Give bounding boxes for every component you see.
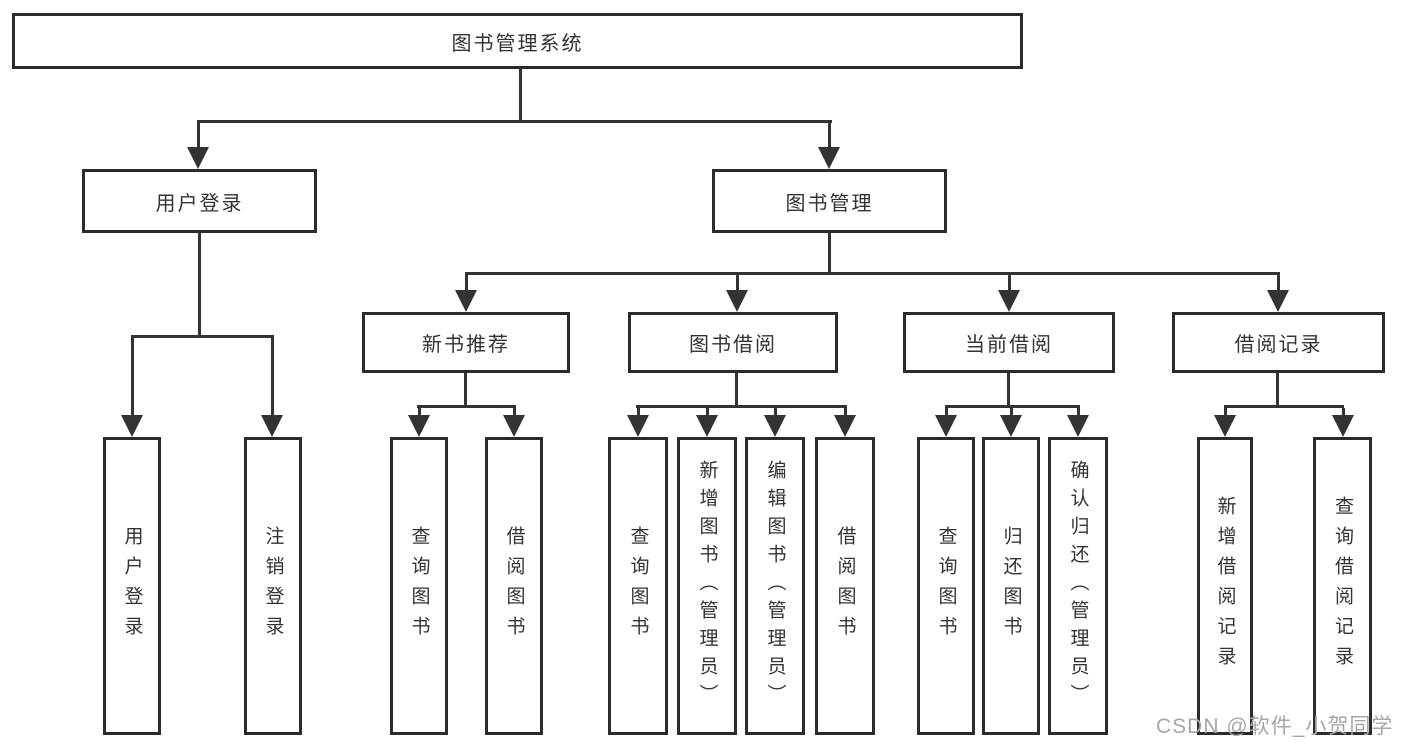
arrow-to-add-books-admin <box>696 408 718 437</box>
connector-borrowing-records-down <box>1276 373 1279 405</box>
leaf-query-books-borrow: 查询图书 <box>608 437 668 735</box>
leaf-query-books-current: 查询图书 <box>917 437 975 735</box>
arrow-to-query-books-borrow <box>627 408 649 437</box>
connector-level3-horizontal <box>465 272 1280 275</box>
arrow-to-add-borrow-record <box>1214 408 1236 437</box>
connector-current-borrowing-horizontal <box>945 405 1080 408</box>
arrow-to-borrow-books <box>834 408 856 437</box>
connector-new-book-recommend-down <box>464 373 467 405</box>
connector-book-management-down <box>828 233 831 272</box>
leaf-query-borrow-record: 查询借阅记录 <box>1313 437 1372 735</box>
leaf-borrow-books-recommend: 借阅图书 <box>485 437 543 735</box>
leaf-logout: 注销登录 <box>244 437 302 735</box>
node-new-book-recommend: 新书推荐 <box>362 312 570 373</box>
node-book-management: 图书管理 <box>712 169 947 233</box>
node-borrowing-records: 借阅记录 <box>1172 312 1385 373</box>
arrow-to-book-borrowing <box>726 275 748 312</box>
node-root-library-system: 图书管理系统 <box>12 13 1023 69</box>
node-book-borrowing: 图书借阅 <box>628 312 838 373</box>
arrow-to-current-borrowing <box>998 275 1020 312</box>
arrow-to-edit-books-admin <box>764 408 786 437</box>
connector-new-book-recommend-horizontal <box>417 405 516 408</box>
arrow-to-leaf-user-login <box>121 338 143 437</box>
connector-book-borrowing-down <box>735 373 738 405</box>
arrow-to-book-management <box>818 123 840 169</box>
connector-book-borrowing-horizontal <box>636 405 847 408</box>
arrow-to-return-books <box>1000 408 1022 437</box>
connector-user-login-down <box>198 233 201 335</box>
leaf-query-books-recommend: 查询图书 <box>390 437 448 735</box>
arrow-to-borrowing-records <box>1267 275 1289 312</box>
connector-level2-horizontal <box>197 120 832 123</box>
leaf-add-books-admin: 新增图书（管理员） <box>677 437 737 735</box>
leaf-borrow-books: 借阅图书 <box>815 437 875 735</box>
arrow-to-query-books-recommend <box>408 408 430 437</box>
arrow-to-leaf-logout <box>261 338 283 437</box>
leaf-add-borrow-record: 新增借阅记录 <box>1197 437 1253 735</box>
arrow-to-query-borrow-record <box>1332 408 1354 437</box>
connector-user-login-horizontal <box>131 335 274 338</box>
connector-borrowing-records-horizontal <box>1224 405 1344 408</box>
arrow-to-confirm-return-admin <box>1067 408 1089 437</box>
arrow-to-new-book-recommend <box>455 275 477 312</box>
connector-root-down <box>519 68 522 121</box>
arrow-to-query-books-current <box>935 408 957 437</box>
leaf-edit-books-admin: 编辑图书（管理员） <box>745 437 805 735</box>
leaf-return-books: 归还图书 <box>982 437 1040 735</box>
arrow-to-borrow-books-recommend <box>503 408 525 437</box>
arrow-to-user-login <box>187 123 209 169</box>
leaf-confirm-return-admin: 确认归还（管理员） <box>1048 437 1108 735</box>
leaf-user-login: 用户登录 <box>103 437 161 735</box>
connector-current-borrowing-down <box>1007 373 1010 405</box>
node-current-borrowing: 当前借阅 <box>903 312 1115 373</box>
csdn-watermark: CSDN @软件_小贺同学 <box>1156 715 1394 738</box>
node-user-login: 用户登录 <box>82 169 317 233</box>
